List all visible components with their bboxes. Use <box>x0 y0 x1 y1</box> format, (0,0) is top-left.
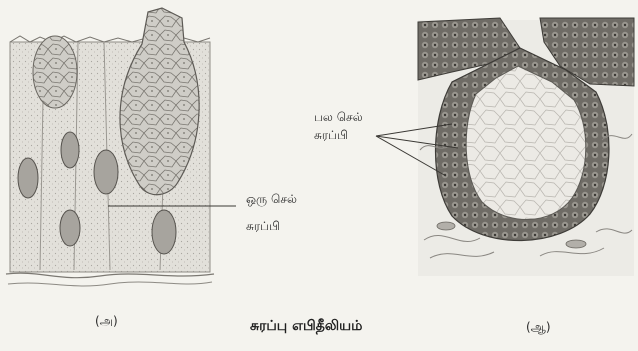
left-callout-line2: சுரப்பி <box>246 219 280 233</box>
right-panel-sublabel: (ஆ) <box>526 320 551 334</box>
left-panel-sublabel: (அ) <box>95 314 118 328</box>
figure-caption: சுரப்பு எபிதீலியம் <box>250 318 362 336</box>
right-callout-line1: பல செல் <box>314 110 363 124</box>
left-panel-drawing <box>6 8 236 286</box>
right-callout-line2: சுரப்பி <box>314 128 348 142</box>
left-callout-line1: ஒரு செல் <box>246 192 297 206</box>
right-panel-drawing <box>376 18 634 276</box>
